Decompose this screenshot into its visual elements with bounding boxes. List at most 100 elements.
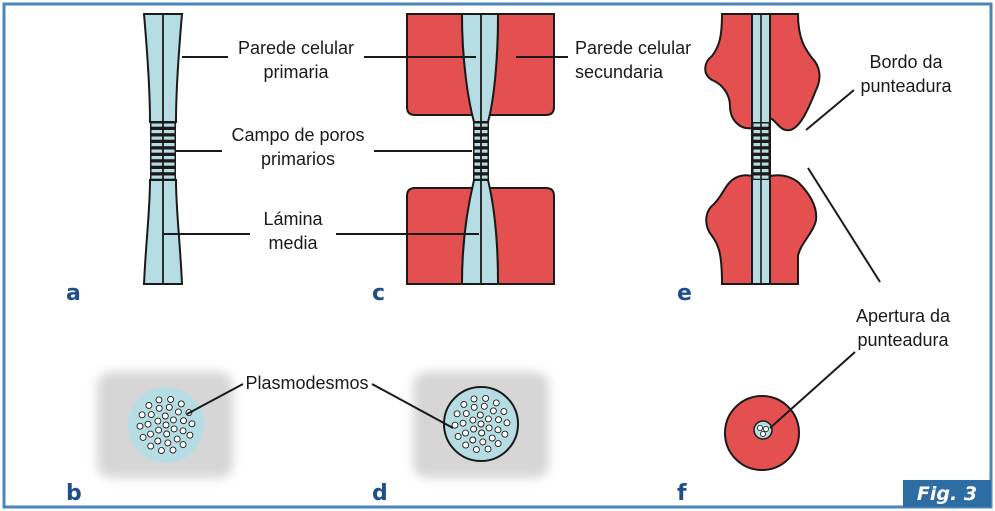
plasmodesma-dot <box>155 438 161 444</box>
plasmodesma-dot <box>168 396 174 402</box>
plasmodesma-dot <box>490 408 496 414</box>
plasmodesma-dot <box>180 442 186 448</box>
plasmodesma-dot <box>174 436 180 442</box>
plasmodesma-dot <box>477 412 483 418</box>
plasmodesma-dot <box>165 440 171 446</box>
plasmodesma-dot <box>156 427 162 433</box>
plasmodesma-dot <box>486 425 492 431</box>
plasmodesma-dot <box>170 447 176 453</box>
plasmodesma-dot <box>485 446 491 452</box>
panel-letter-e: e <box>677 281 692 306</box>
label-pit-aperture: Apertura da punteadura <box>856 306 951 350</box>
plasmodesma-dot <box>504 420 510 426</box>
plasmodesma-dot <box>166 404 172 410</box>
plasmodesma-dot <box>460 420 466 426</box>
panel-f-diagram <box>725 396 799 470</box>
plasmodesma-dot <box>187 432 193 438</box>
plasmodesma-dot <box>461 401 467 407</box>
plasmodesma-dot <box>164 431 170 437</box>
plasmodesma-dot <box>175 409 181 415</box>
plasmodesma-dot <box>163 422 169 428</box>
plasmodesma-dot <box>162 413 168 419</box>
panel-a-diagram <box>144 14 182 284</box>
plasmodesma-dot <box>471 404 477 410</box>
plasmodesma-dot <box>139 412 145 418</box>
plasmodesma-dot <box>470 417 476 423</box>
plasmodesma-dot <box>455 433 461 439</box>
label-plasmodesmata: Plasmodesmos <box>245 373 368 393</box>
plasmodesma-dot <box>156 397 162 403</box>
panel-letter-f: f <box>677 481 687 506</box>
plasmodesma-dot <box>146 402 152 408</box>
pore-dot <box>757 425 762 430</box>
plasmodesma-dot <box>158 448 164 454</box>
pore-dot <box>760 431 765 436</box>
panel-letter-d: d <box>372 481 388 506</box>
plasmodesma-dot <box>181 418 187 424</box>
figure-badge: Fig. 3 <box>903 480 991 507</box>
plasmodesma-dot <box>463 411 469 417</box>
label-line: media <box>268 233 318 253</box>
label-line: Lámina <box>263 209 323 229</box>
secondary-wall-upper-left <box>705 14 752 128</box>
leader-aperture-upper <box>808 168 880 282</box>
leader-aperture-lower <box>770 352 855 428</box>
label-line: Parede celular <box>575 38 691 58</box>
panel-e-diagram <box>705 14 819 284</box>
plasmodesma-dot <box>155 418 161 424</box>
secondary-wall-lower-right <box>770 175 816 284</box>
panel-letter-c: c <box>372 281 385 306</box>
plasmodesma-dot <box>480 439 486 445</box>
panel-letter-a: a <box>66 281 81 306</box>
plasmodesma-dot <box>481 403 487 409</box>
label-line: primarios <box>261 149 335 169</box>
plasmodesma-dot <box>140 434 146 440</box>
plasmodesma-dot <box>137 423 143 429</box>
plasmodesma-dot <box>178 401 184 407</box>
secondary-wall-lower-left <box>706 175 752 284</box>
plasmodesma-dot <box>471 396 477 402</box>
plasmodesma-dot <box>501 409 507 415</box>
plasmodesma-dot <box>189 421 195 427</box>
label-line: Apertura da <box>856 306 951 326</box>
plasmodesma-dot <box>145 421 151 427</box>
label-line: secundaria <box>575 62 664 82</box>
label-secondary-wall: Parede celular secundaria <box>575 38 691 82</box>
plasmodesma-dot <box>471 426 477 432</box>
label-line: Campo de poros <box>231 125 364 145</box>
plasmodesma-dot <box>496 417 502 423</box>
plasmodesma-dot <box>470 437 476 443</box>
plasmodesma-dot <box>473 447 479 453</box>
label-line: punteadura <box>860 76 952 96</box>
plasmodesma-dot <box>180 428 186 434</box>
plasmodesma-dot <box>483 395 489 401</box>
plasmodesma-dot <box>171 426 177 432</box>
label-primary-wall: Parede celular primaria <box>238 38 354 82</box>
plasmodesma-dot <box>478 421 484 427</box>
panel-c-diagram <box>407 14 554 284</box>
panel-letter-b: b <box>66 481 82 506</box>
plasmodesma-dot <box>495 427 501 433</box>
pore-dot <box>763 426 768 431</box>
label-middle-lamella: Lámina media <box>263 209 323 253</box>
figure-badge-label: Fig. 3 <box>917 483 977 505</box>
plasmodesma-dot <box>463 430 469 436</box>
label-line: punteadura <box>857 330 949 350</box>
plasmodesma-dot <box>489 435 495 441</box>
plasmodesma-dot <box>463 442 469 448</box>
plasmodesma-dot <box>170 417 176 423</box>
label-primary-pit-field: Campo de poros primarios <box>231 125 364 169</box>
plasmodesma-dot <box>156 405 162 411</box>
plasmodesma-dot <box>148 431 154 437</box>
plasmodesma-dot <box>148 443 154 449</box>
plasmodesma-dot <box>479 430 485 436</box>
plasmodesma-dot <box>485 416 491 422</box>
panel-b-diagram <box>97 372 233 478</box>
pit-border-right <box>770 14 819 130</box>
label-line: primaria <box>263 62 329 82</box>
panel-d-diagram <box>413 372 549 478</box>
label-pit-border: Bordo da punteadura <box>860 52 952 96</box>
plasmodesma-dot <box>148 412 154 418</box>
